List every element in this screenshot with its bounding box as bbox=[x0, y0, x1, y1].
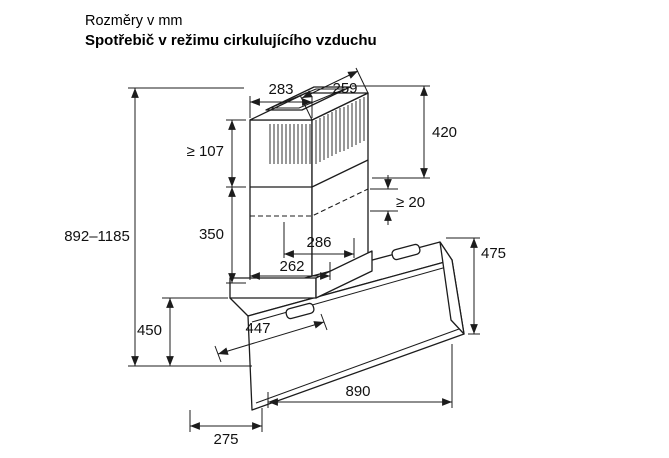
dim-duct-outer-width: 286 bbox=[283, 222, 355, 258]
dim-side-height-label: 475 bbox=[481, 245, 506, 262]
dim-chimney-top-width: 283 bbox=[249, 81, 313, 118]
mounting-bracket-left bbox=[285, 302, 315, 320]
dim-panel-width: 447 bbox=[214, 313, 328, 363]
dim-side-height: 475 bbox=[446, 237, 506, 335]
chimney-base-front bbox=[229, 277, 317, 299]
vent-slots-front bbox=[269, 124, 311, 164]
drawing-title: Spotřebič v režimu cirkulujícího vzduchu bbox=[85, 32, 377, 49]
dim-duct-inner-width: 262 bbox=[249, 258, 331, 280]
hood-body bbox=[229, 241, 465, 411]
dim-duct-outer-width-label: 286 bbox=[306, 234, 331, 251]
dim-hood-width: 890 bbox=[267, 344, 453, 408]
hood-right-side-panel bbox=[439, 241, 465, 335]
dim-duct-inner-width-label: 262 bbox=[279, 258, 304, 275]
glass-frame-top-line bbox=[251, 265, 451, 323]
dim-clearance-min-label: ≥ 107 bbox=[187, 143, 224, 160]
dim-total-height-range-label: 892–1185 bbox=[64, 228, 130, 245]
mounting-bracket-right bbox=[391, 243, 421, 261]
dim-lower-chimney-height-label: 350 bbox=[199, 226, 224, 243]
drawing-header: Rozměry v mm Spotřebič v režimu cirkuluj… bbox=[85, 11, 377, 51]
chimney-base-side bbox=[315, 250, 373, 299]
telescopic-joint-dashed bbox=[250, 188, 369, 217]
drawing-units-label: Rozměry v mm bbox=[85, 13, 183, 29]
dim-clearance-min: ≥ 107 bbox=[187, 119, 246, 188]
dim-chimney-top-width-label: 283 bbox=[268, 81, 293, 98]
glass-bottom-edge-line bbox=[255, 328, 460, 404]
dim-rear-height: 450 bbox=[137, 297, 228, 366]
dim-chimney-top-depth: 259 bbox=[299, 67, 369, 121]
chimney-section-joint bbox=[250, 159, 369, 188]
vent-slots-side bbox=[315, 97, 365, 164]
dim-bottom-depth-label: 275 bbox=[213, 431, 238, 448]
dim-overlap-min: ≥ 20 bbox=[370, 175, 425, 225]
dim-total-height-range: 892–1185 bbox=[64, 87, 252, 367]
dim-upper-chimney-height: 420 bbox=[352, 85, 457, 179]
dim-bottom-depth: 275 bbox=[189, 408, 263, 448]
dim-upper-chimney-height-label: 420 bbox=[432, 124, 457, 141]
dim-hood-width-label: 890 bbox=[345, 383, 370, 400]
dim-chimney-top-depth-label: 259 bbox=[332, 80, 357, 97]
dim-overlap-min-label: ≥ 20 bbox=[396, 194, 425, 211]
dim-panel-width-label: 447 bbox=[245, 320, 270, 337]
dim-lower-chimney-height: 350 bbox=[199, 187, 246, 284]
dim-rear-height-label: 450 bbox=[137, 322, 162, 339]
